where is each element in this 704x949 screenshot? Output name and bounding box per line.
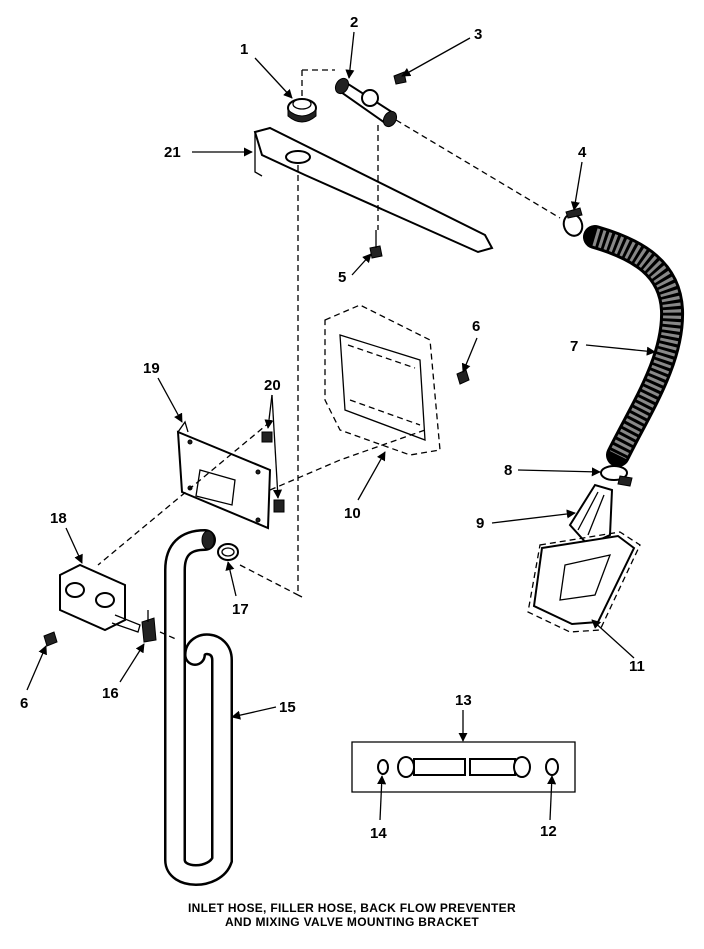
screw-6-lower (43, 631, 58, 647)
diagram-caption-line-2: AND MIXING VALVE MOUNTING BRACKET (224, 915, 480, 929)
inlet-hose-15 (164, 529, 233, 886)
callout-19: 19 (143, 360, 160, 377)
callout-18: 18 (50, 510, 67, 527)
callout-17: 17 (232, 601, 249, 618)
callout-10: 10 (344, 505, 361, 522)
screw-6-upper (456, 369, 470, 385)
callout-7: 7 (570, 338, 578, 355)
back-flow-preventer-9 (568, 483, 614, 547)
callout-4: 4 (578, 144, 587, 161)
vacuum-breaker-tube-2 (334, 77, 398, 128)
callout-16: 16 (102, 685, 119, 702)
mounting-plate-19 (176, 420, 272, 530)
callout-11: 11 (629, 658, 645, 675)
callout-8: 8 (504, 462, 512, 479)
clip-3 (393, 71, 407, 85)
hose-clamp-4 (562, 207, 584, 237)
panel-10 (324, 304, 441, 456)
callout-3: 3 (474, 26, 482, 43)
diagram-caption-line-1: INLET HOSE, FILLER HOSE, BACK FLOW PREVE… (188, 901, 516, 915)
callout-21: 21 (164, 144, 181, 161)
filler-hose-7 (583, 225, 685, 467)
callout-6-lower: 6 (20, 695, 28, 712)
hose-clamp-8 (600, 465, 633, 487)
hose-assembly-13 (351, 741, 576, 793)
clips-20 (261, 431, 285, 513)
callout-2: 2 (350, 14, 358, 31)
grommet-1 (287, 98, 317, 123)
callout-5: 5 (338, 269, 346, 286)
callout-13: 13 (455, 692, 472, 709)
screw-5 (369, 230, 383, 259)
hose-clamp-16 (141, 610, 157, 643)
callout-9: 9 (476, 515, 484, 532)
hose-clamp-17 (217, 543, 239, 561)
mounting-bracket-21 (253, 126, 494, 254)
back-flow-housing-11 (527, 531, 641, 633)
leader-lines (26, 31, 656, 821)
callout-15: 15 (279, 699, 296, 716)
callout-labels: 1 2 3 21 4 5 6 7 19 20 8 10 9 18 17 11 1… (20, 14, 645, 842)
callout-20: 20 (264, 377, 281, 394)
callout-6-upper: 6 (472, 318, 480, 335)
mixing-valve-18 (59, 563, 141, 633)
assembly-lines (97, 69, 561, 641)
callout-14: 14 (370, 825, 387, 842)
callout-12: 12 (540, 823, 557, 840)
callout-1: 1 (240, 41, 248, 58)
